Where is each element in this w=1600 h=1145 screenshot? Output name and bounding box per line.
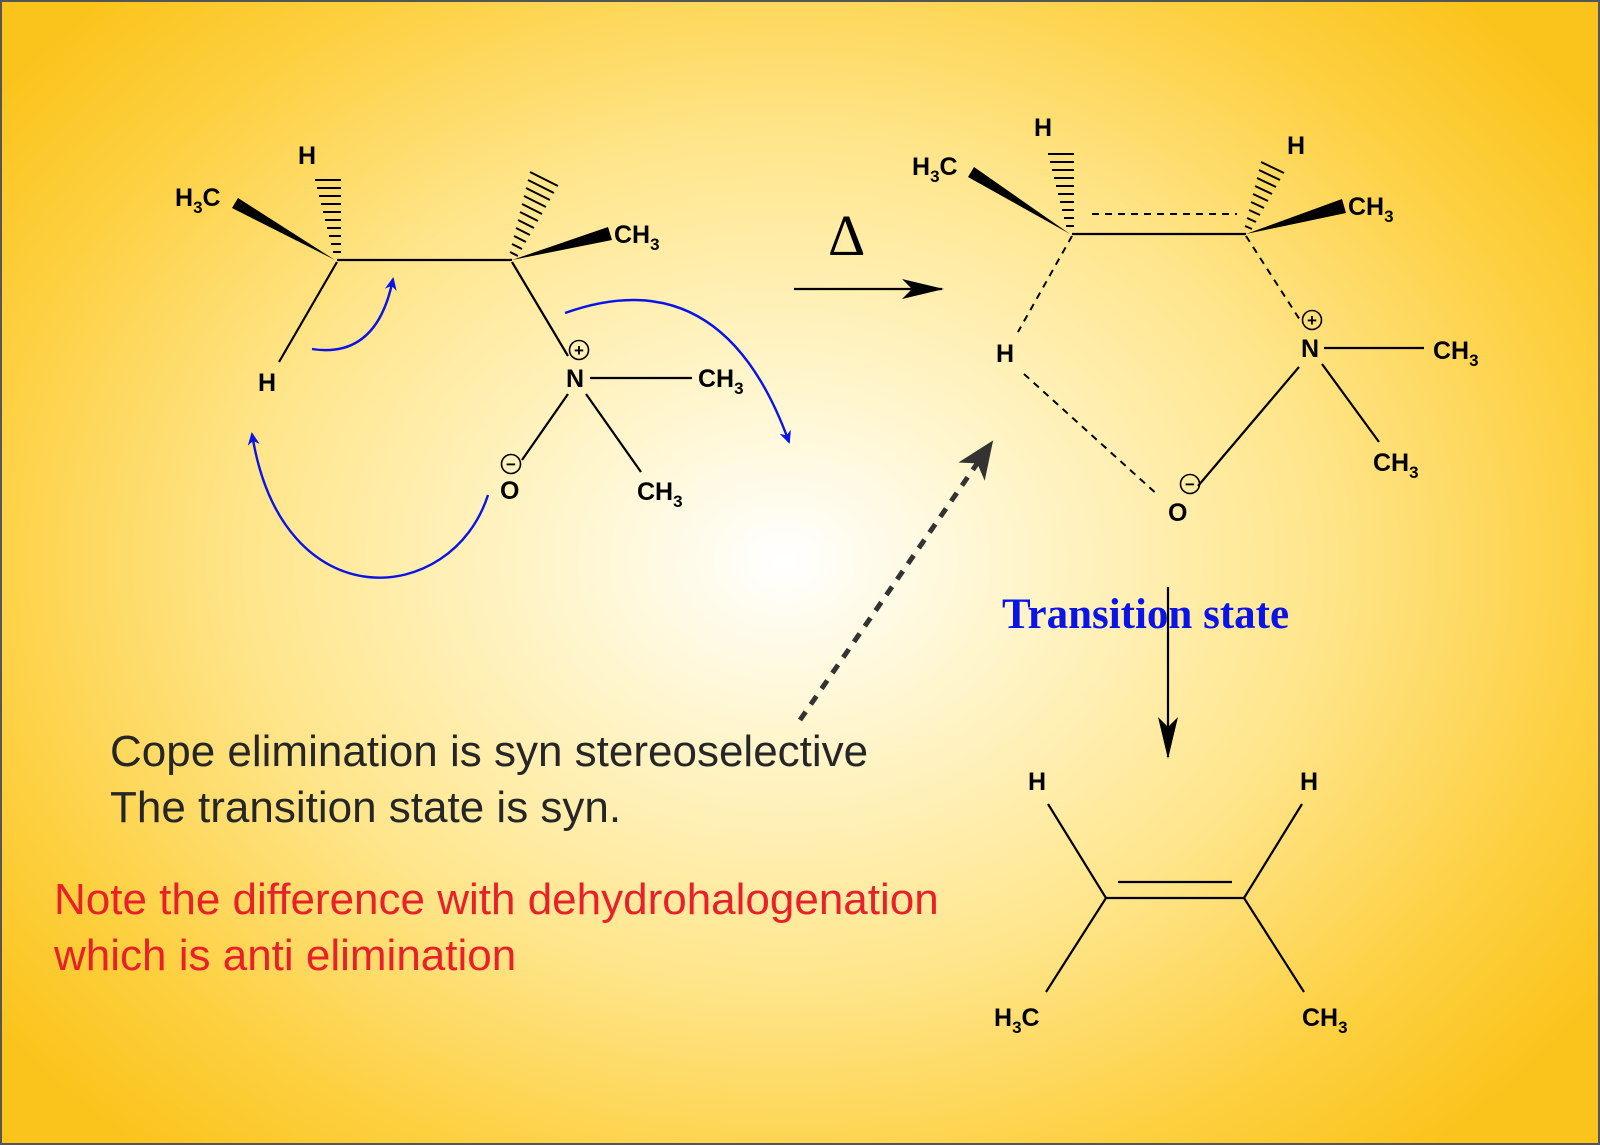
ts-positive-charge [1301,309,1323,331]
ts-atom-h-right: H [1287,132,1305,160]
ts-partial-o-h-bond [1023,373,1160,497]
transition-state-label: Transition state [1002,591,1290,638]
label-h3c: H3C [175,184,221,217]
alkene-c-h-right [1243,803,1303,899]
anti-note-line2: which is anti elimination [54,931,517,980]
ts-partial-c-n-bond [1245,235,1301,321]
atom-h-top: H [298,142,316,170]
ts-atom-h-left: H [1034,114,1052,142]
n-ch3-lower-bond [585,393,642,473]
label-ch3-wedge: CH3 [614,221,660,254]
c-h-bond [278,261,338,363]
syn-note-line2: The transition state is syn. [110,783,622,832]
product-label-ch3: CH3 [1302,1004,1348,1037]
product-label-h3c: H3C [994,1004,1040,1037]
dotted-pointer-arrow [797,440,995,722]
syn-note: Cope elimination is syn stereoselective … [110,724,868,836]
ts-label-ch3-n: CH3 [1433,337,1479,370]
ts-hashed-bond-h-right [1244,161,1285,230]
curved-arrow-ch-to-cc [311,277,397,352]
ts-label-ch3-wedge: CH3 [1348,193,1394,226]
ts-positive-charge-sign: + [1307,311,1317,330]
product-cis-alkene: H H H3C CH3 [994,768,1348,1037]
positive-charge [568,339,590,361]
ts-wedge-h3c [968,167,1070,234]
product-atom-h-right: H [1300,768,1318,796]
heat-symbol: Δ [828,203,866,268]
label-ch3-n: CH3 [698,365,744,398]
n-o-bond [521,393,569,461]
curved-arrow-o-to-h [247,432,490,579]
c-n-bond [511,261,569,357]
label-ch3-lower: CH3 [637,478,683,511]
ts-negative-charge [1179,473,1201,495]
alkene-c-ch3-left [1045,897,1107,993]
reactant-amine-oxide: H H3C H CH3 N + CH3 CH3 O − [175,142,791,579]
negative-charge [500,453,522,475]
negative-charge-sign: − [506,455,516,474]
syn-note-line1: Cope elimination is syn stereoselective [110,727,869,776]
atom-n: N [566,365,584,393]
curved-arrow-cn-to-n [564,298,791,444]
positive-charge-sign: + [574,341,584,360]
hashed-bond-h [315,179,341,253]
ts-wedge-ch3 [1246,199,1346,234]
ts-partial-c-h-bond [1017,235,1073,333]
ts-n-ch3-lower-bond [1321,363,1380,443]
atom-o: O [500,477,519,505]
transition-state-structure: H H H3C CH3 H N + CH3 CH3 O − [912,114,1479,527]
alkene-c-h-left [1047,803,1107,899]
wedge-bond-h3c [232,198,335,260]
ts-label-ch3-lower: CH3 [1373,449,1419,482]
atom-h-beta: H [258,369,276,397]
ts-n-o-bond [1197,366,1300,487]
anti-note-line1: Note the difference with dehydrohalogena… [54,875,939,924]
hashed-bond-methyl [509,171,559,257]
alkene-c-ch3-right [1243,897,1305,993]
ts-atom-o: O [1168,499,1187,527]
wedge-bond-ch3 [512,227,612,260]
product-atom-h-left: H [1028,768,1046,796]
anti-note: Note the difference with dehydrohalogena… [54,872,939,984]
ts-hashed-bond-h-left [1048,153,1074,227]
ts-atom-h: H [996,340,1014,368]
ts-label-h3c: H3C [912,153,958,186]
ts-negative-charge-sign: − [1185,475,1195,494]
ts-atom-n: N [1301,335,1319,363]
